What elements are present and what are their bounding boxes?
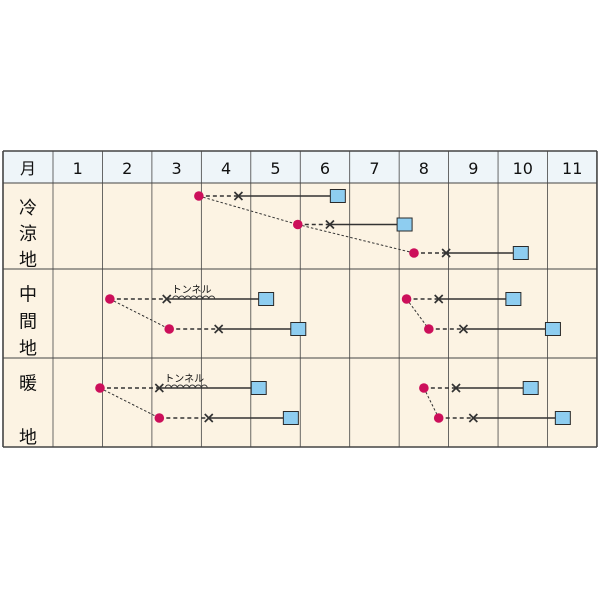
planting-cross-stroke bbox=[451, 383, 461, 393]
schedule-bar bbox=[401, 292, 522, 306]
planting-cross-stroke bbox=[458, 324, 469, 334]
planting-cross-stroke bbox=[233, 191, 244, 201]
planting-cross bbox=[204, 413, 214, 423]
planting-cross-stroke bbox=[434, 294, 444, 304]
region-label-char: 地 bbox=[19, 338, 37, 359]
schedule-bar bbox=[292, 217, 413, 232]
sowing-shift-link bbox=[99, 387, 160, 419]
schedule-bar: トンネル bbox=[105, 284, 275, 306]
harvest-box bbox=[290, 322, 307, 336]
sowing-dot bbox=[401, 294, 412, 304]
month-label: 9 bbox=[468, 159, 478, 178]
region-label-char: 涼 bbox=[19, 224, 37, 245]
harvest-box bbox=[554, 411, 571, 425]
harvest-box bbox=[512, 246, 529, 260]
harvest-box bbox=[258, 292, 275, 306]
sowing-dot bbox=[95, 383, 105, 393]
sowing-shift-link bbox=[406, 298, 430, 330]
month-label: 5 bbox=[270, 159, 280, 178]
planting-cross-stroke bbox=[154, 383, 164, 393]
month-label: 6 bbox=[320, 159, 330, 178]
harvest-box bbox=[282, 411, 299, 425]
region-label-char: 地 bbox=[19, 427, 37, 448]
harvest-box bbox=[544, 322, 561, 336]
month-label: 10 bbox=[513, 159, 533, 178]
month-label: 3 bbox=[172, 159, 182, 178]
sowing-dot bbox=[154, 413, 165, 423]
planting-cross bbox=[214, 324, 224, 334]
planting-cross-stroke bbox=[162, 294, 172, 304]
sowing-dot bbox=[419, 383, 429, 393]
schedule-bar bbox=[194, 189, 346, 203]
month-label: 11 bbox=[562, 159, 582, 178]
month-header-row: 1 2 3 4 5 6 7 8 9 10 11 bbox=[73, 159, 583, 178]
planting-cross bbox=[434, 294, 444, 304]
tunnel-arc bbox=[164, 384, 208, 389]
region-label-char: 冷 bbox=[19, 198, 37, 219]
sowing-dot bbox=[424, 324, 434, 334]
month-label: 2 bbox=[122, 159, 132, 178]
planting-cross bbox=[233, 191, 244, 201]
planting-cross bbox=[468, 413, 478, 423]
harvest-box bbox=[396, 217, 413, 232]
region-label-char: 中 bbox=[19, 284, 37, 305]
harvest-box bbox=[522, 381, 539, 395]
schedule-bar bbox=[433, 411, 571, 425]
tunnel-arc bbox=[172, 295, 216, 300]
planting-cross bbox=[162, 294, 172, 304]
schedule-bar bbox=[154, 411, 299, 425]
schedule-bar: トンネル bbox=[95, 373, 267, 395]
tunnel-label: トンネル bbox=[164, 373, 204, 385]
sowing-dot bbox=[105, 294, 115, 304]
sowing-shift-link bbox=[198, 195, 298, 225]
planting-cross bbox=[325, 219, 335, 230]
planting-cross-stroke bbox=[325, 219, 335, 230]
sowing-shift-link bbox=[297, 224, 415, 254]
sowing-shift-link bbox=[423, 387, 440, 419]
sowing-dot bbox=[409, 248, 419, 258]
schedule-bar bbox=[409, 246, 529, 260]
region-label-char: 暖 bbox=[19, 373, 37, 394]
sowing-dot bbox=[164, 324, 175, 334]
tunnel-label: トンネル bbox=[172, 284, 212, 296]
planting-cross bbox=[154, 383, 164, 393]
region-label-char: 間 bbox=[19, 311, 37, 332]
month-column-label: 月 bbox=[20, 159, 36, 178]
sowing-shift-link bbox=[109, 298, 170, 330]
sowing-link-lines bbox=[99, 195, 440, 419]
planting-cross-stroke bbox=[441, 248, 451, 258]
planting-cross-stroke bbox=[214, 324, 224, 334]
month-label: 8 bbox=[419, 159, 429, 178]
harvest-box bbox=[505, 292, 522, 306]
schedule-bar bbox=[164, 322, 307, 336]
sowing-dot bbox=[433, 413, 444, 423]
harvest-box bbox=[329, 189, 346, 203]
sowing-dot bbox=[292, 219, 303, 230]
schedule-bar bbox=[419, 381, 539, 395]
harvest-box bbox=[250, 381, 267, 395]
tunnel-marker: トンネル bbox=[172, 284, 216, 300]
planting-cross-stroke bbox=[468, 413, 478, 423]
schedule-bar bbox=[424, 322, 561, 336]
tunnel-marker: トンネル bbox=[164, 373, 208, 389]
calendar-grid bbox=[2, 150, 598, 448]
planting-cross-stroke bbox=[204, 413, 214, 423]
region-label-char: 地 bbox=[19, 250, 37, 271]
planting-cross bbox=[441, 248, 451, 258]
month-label: 1 bbox=[73, 159, 83, 178]
planting-cross bbox=[451, 383, 461, 393]
sowing-dot bbox=[194, 191, 204, 201]
month-label: 7 bbox=[369, 159, 379, 178]
planting-cross bbox=[458, 324, 469, 334]
month-label: 4 bbox=[221, 159, 231, 178]
